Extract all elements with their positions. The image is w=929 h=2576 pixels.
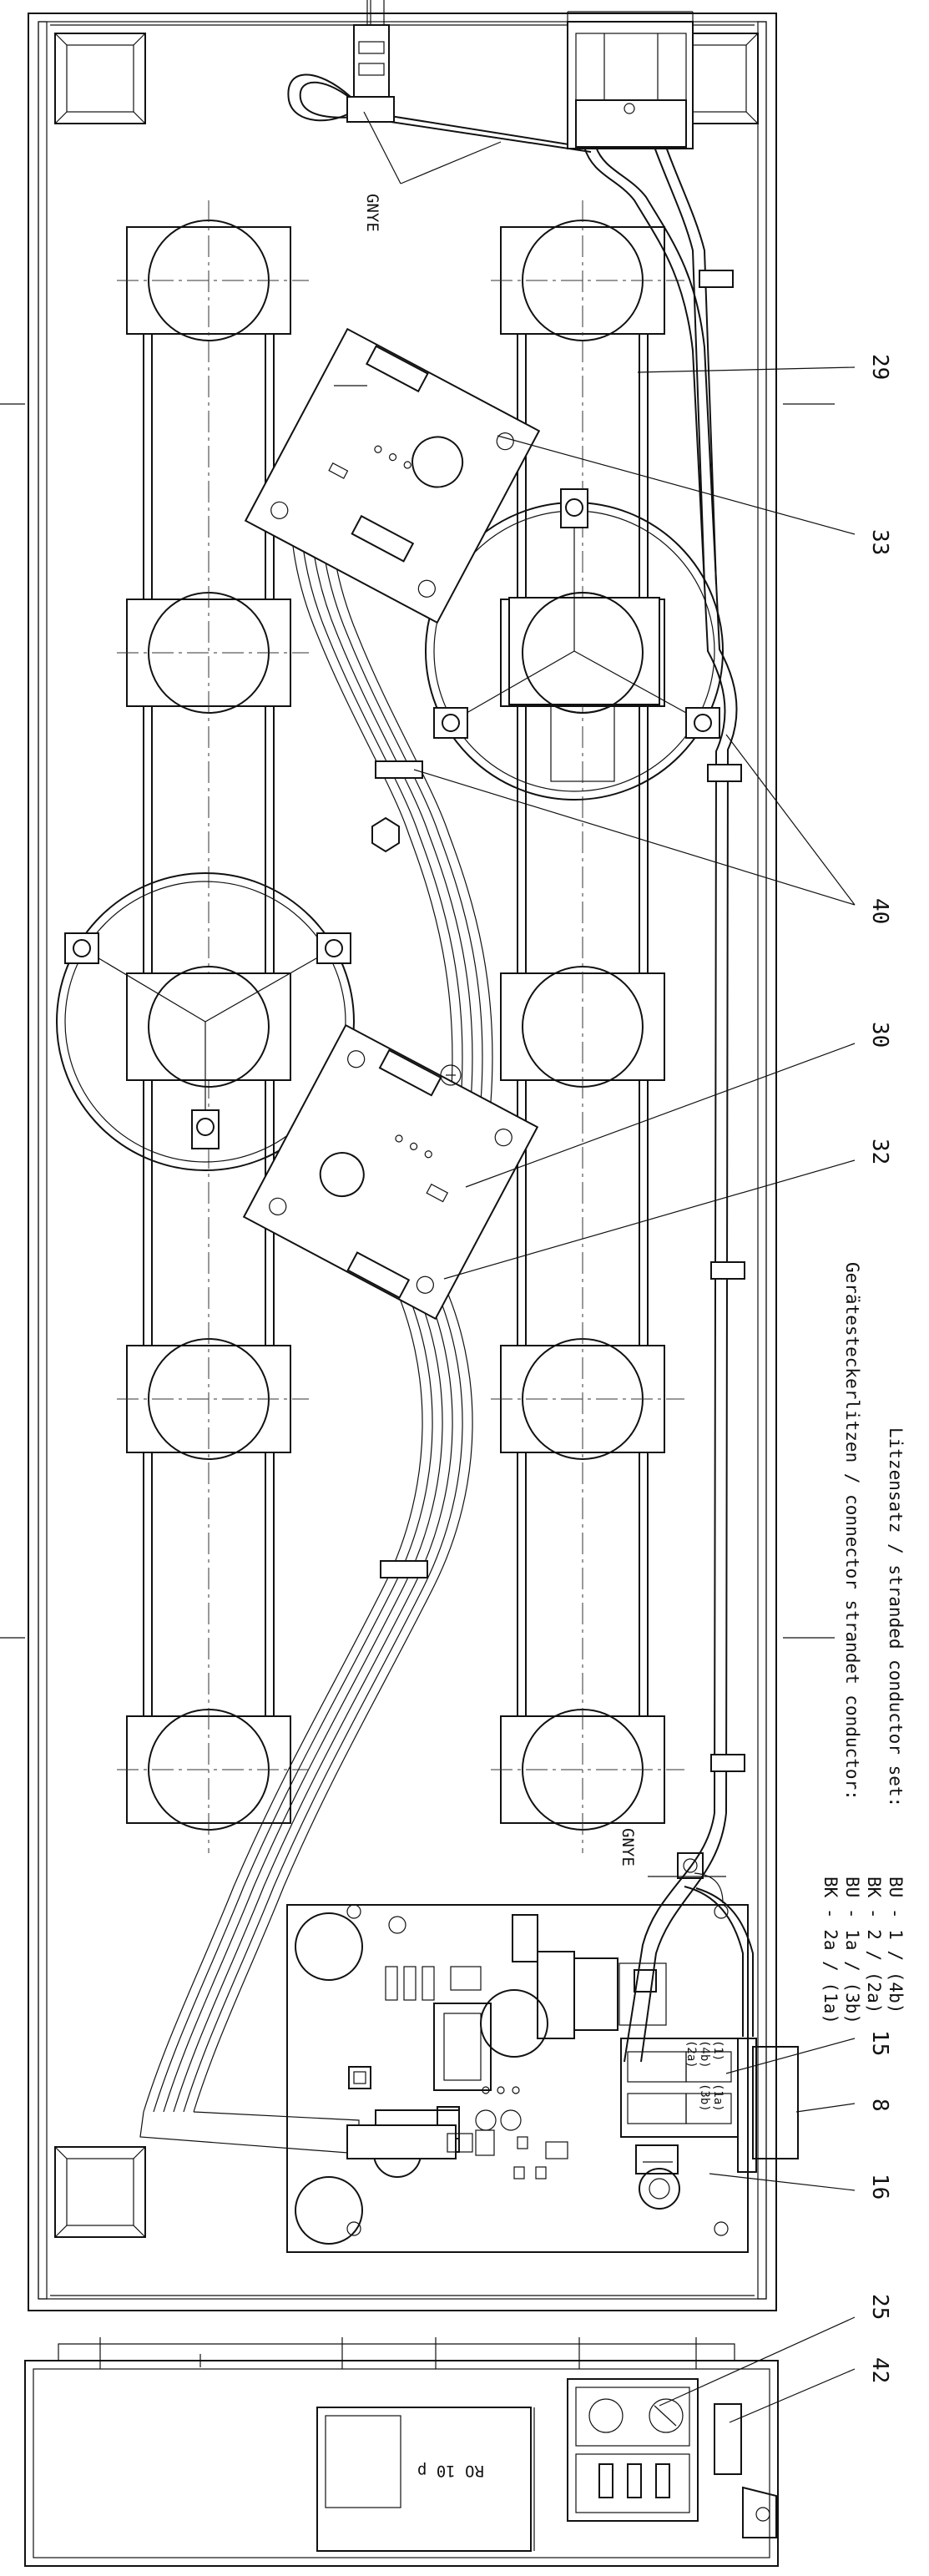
- side-view: RO 10 p: [24, 2337, 779, 2567]
- main-housing: [28, 13, 777, 2311]
- reflector-ring-left: [56, 872, 355, 1171]
- gnye-label-top: GNYE: [363, 194, 381, 232]
- legend-stranded-set: Litzensatz / stranded conductor set:: [886, 1427, 906, 1807]
- mains-wiring: [287, 73, 754, 2063]
- main-pcb-16: [286, 1904, 749, 2253]
- wiring-legend: Litzensatz / stranded conductor set: Ger…: [820, 1262, 906, 2024]
- corner-foot-top-left: [54, 33, 146, 124]
- switch-8: [737, 2038, 799, 2173]
- callout-25: 25: [867, 2294, 892, 2320]
- callout-30: 30: [867, 1022, 892, 1048]
- pin-label-1: (1): [711, 2040, 725, 2061]
- callout-15: 15: [867, 2030, 892, 2056]
- legend-code: BU - 1 / (4b): [886, 1876, 906, 2013]
- power-connector-15: [620, 2038, 739, 2138]
- callout-33: 33: [867, 529, 892, 555]
- callout-8: 8: [867, 2099, 892, 2112]
- callout-16: 16: [867, 2174, 892, 2200]
- pcb-33: [244, 327, 541, 624]
- callout-42: 42: [867, 2357, 892, 2383]
- pcb-30: [242, 1023, 539, 1321]
- corner-foot-bottom-left: [54, 2146, 146, 2238]
- legend-code: BU - 1a / (3b): [842, 1876, 862, 2024]
- legend-code: BK - 2 / (2a): [864, 1876, 884, 2013]
- pin-label-2a: (2a): [684, 2040, 698, 2068]
- legend-code: BK - 2a / (1a): [820, 1876, 841, 2024]
- wire-labels: GNYE GNYE (1) (4b) (2a) (1a) (3b): [363, 194, 725, 2112]
- callout-32: 32: [867, 1139, 892, 1164]
- earth-clamp-top: [346, 0, 395, 123]
- pin-label-3b: (3b): [698, 2084, 711, 2112]
- gnye-label-bottom: GNYE: [618, 1828, 637, 1866]
- pin-label-1a: (1a): [711, 2084, 725, 2112]
- leader-lines: [363, 111, 856, 2423]
- legend-connector-strands: Gerätesteckerlitzen / connector strandet…: [842, 1262, 862, 1801]
- callouts: 29 33 40 30 32 15 8 16 25 42: [867, 354, 892, 2383]
- earth-symbol: [440, 1064, 462, 1086]
- center-marks: [0, 0, 835, 1639]
- pin-label-4b: (4b): [698, 2040, 711, 2068]
- hex-nut: [371, 816, 400, 853]
- callout-29: 29: [867, 354, 892, 380]
- reflector-ring-right: [425, 488, 724, 801]
- callout-40: 40: [867, 898, 892, 924]
- model-label: RO 10 p: [417, 2462, 484, 2480]
- socket-inlet-top: [567, 11, 694, 149]
